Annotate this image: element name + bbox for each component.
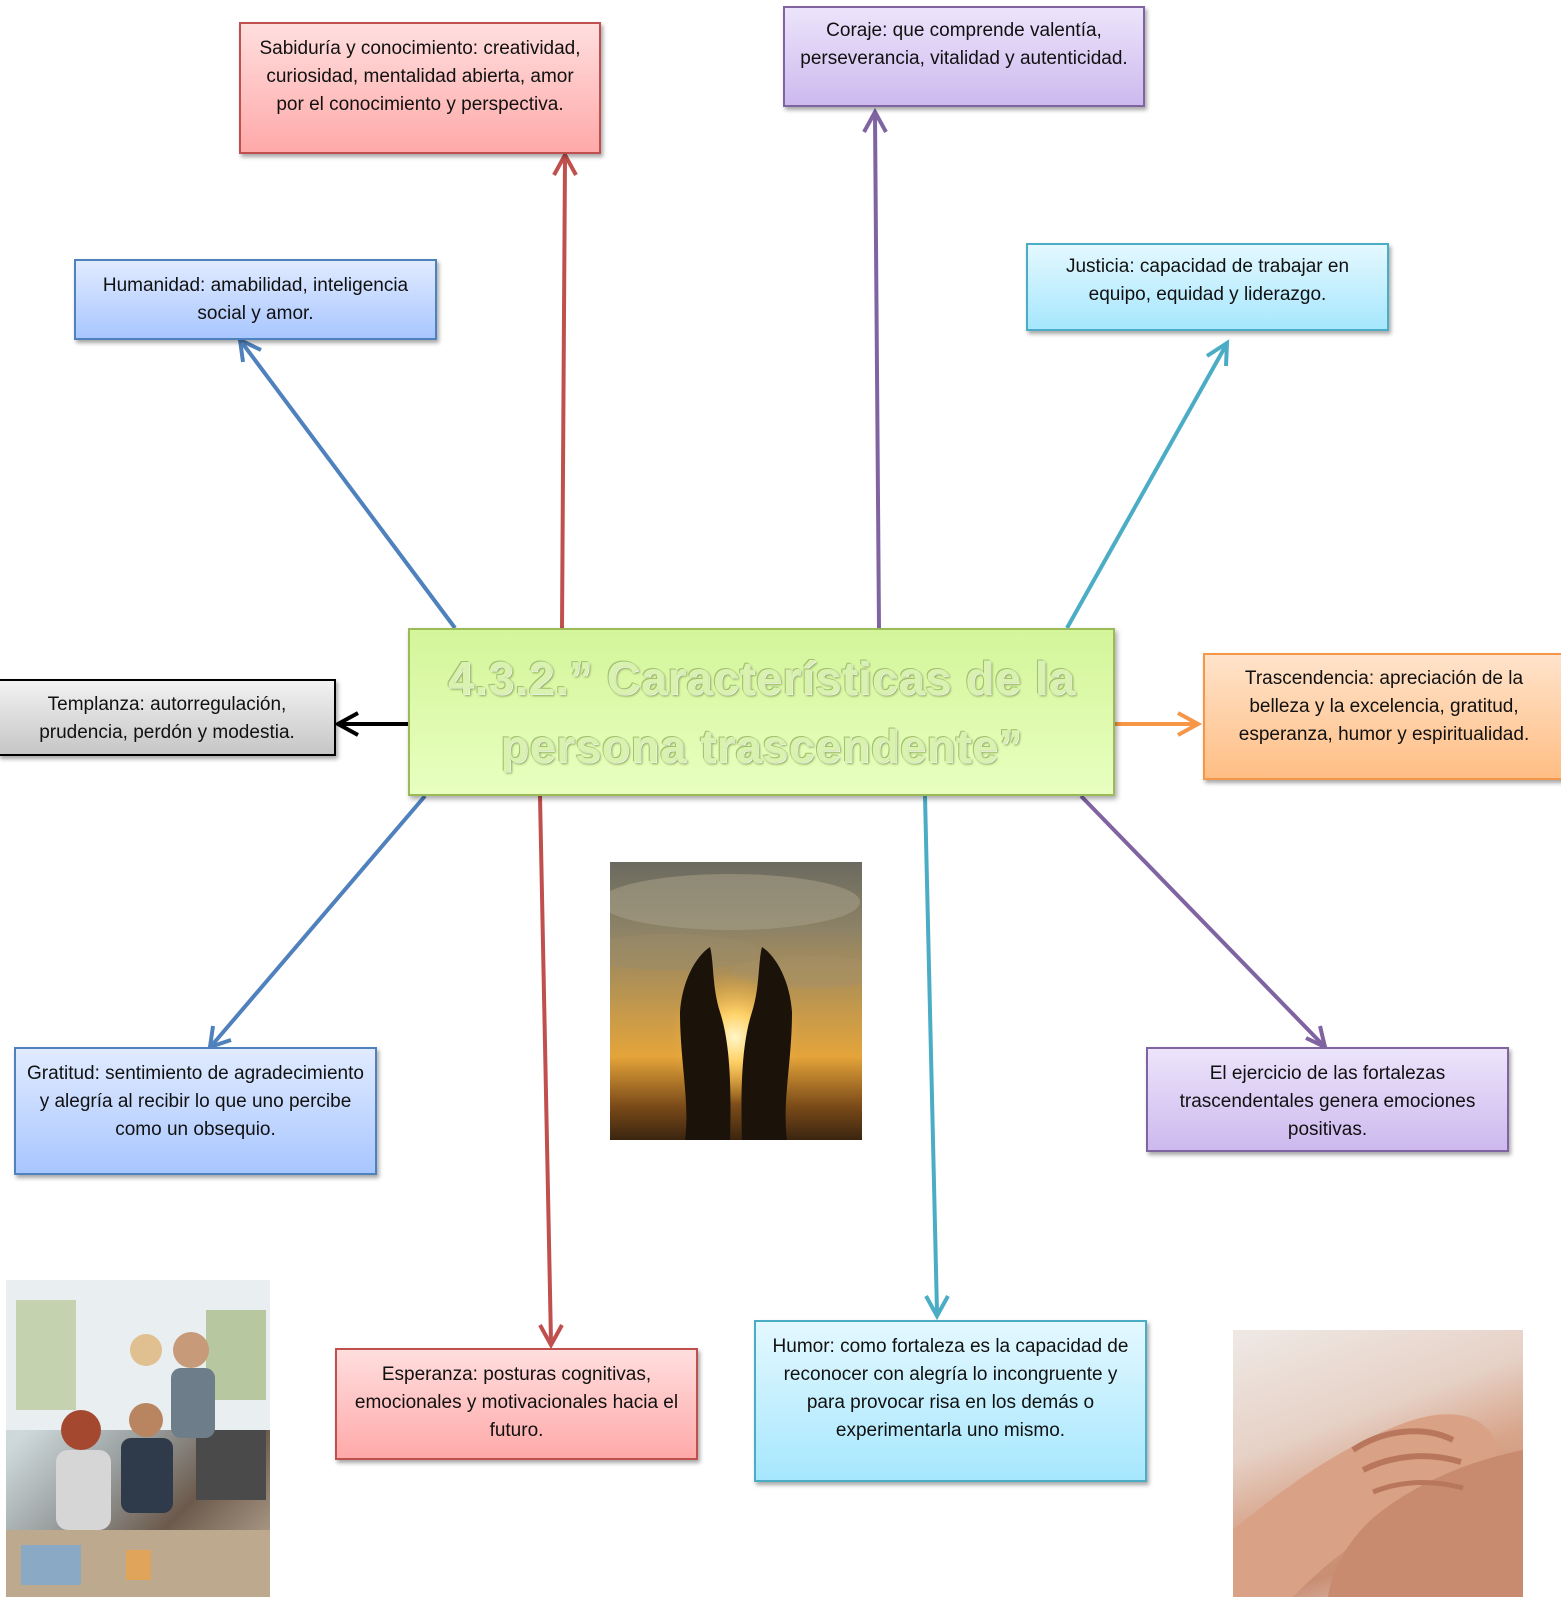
node-gratitud-text: Gratitud: sentimiento de agradecimiento … xyxy=(27,1063,364,1140)
arrowhead-templanza xyxy=(333,711,359,737)
arrowhead-sabiduria xyxy=(552,150,578,176)
arrow-to-humor xyxy=(923,795,939,1314)
node-templanza: Templanza: autorregulación, prudencia, p… xyxy=(0,679,336,756)
node-coraje: Coraje: que comprende valentía, persever… xyxy=(783,6,1145,107)
central-topic-box: 4.3.2.” Características de la persona tr… xyxy=(408,628,1115,796)
node-templanza-text: Templanza: autorregulación, prudencia, p… xyxy=(39,694,295,743)
arrow-to-sabiduria xyxy=(560,157,567,629)
node-coraje-text: Coraje: que comprende valentía, persever… xyxy=(800,20,1128,69)
arrowhead-esperanza xyxy=(538,1324,564,1350)
node-esperanza-text: Esperanza: posturas cognitivas, emociona… xyxy=(354,1364,679,1441)
arrowhead-justicia xyxy=(1205,339,1230,367)
node-trascendencia: Trascendencia: apreciación de la belleza… xyxy=(1203,653,1561,780)
node-humanidad: Humanidad: amabilidad, inteligencia soci… xyxy=(74,259,437,340)
node-ejercicio-text: El ejercicio de las fortalezas trascende… xyxy=(1179,1063,1476,1140)
photo-office-team xyxy=(6,1280,270,1597)
node-justicia: Justicia: capacidad de trabajar en equip… xyxy=(1026,243,1389,331)
arrow-to-gratitud xyxy=(211,794,427,1046)
arrowhead-humor xyxy=(924,1295,950,1321)
arrow-to-ejercicio xyxy=(1079,794,1324,1046)
arrow-to-humanidad xyxy=(241,342,457,630)
node-gratitud: Gratitud: sentimiento de agradecimiento … xyxy=(14,1047,377,1175)
node-humor-text: Humor: como fortaleza es la capacidad de… xyxy=(772,1336,1129,1441)
arrow-to-coraje xyxy=(873,114,881,629)
node-justicia-text: Justicia: capacidad de trabajar en equip… xyxy=(1065,256,1350,305)
node-ejercicio: El ejercicio de las fortalezas trascende… xyxy=(1146,1047,1509,1152)
arrowhead-humanidad xyxy=(237,336,262,363)
central-topic-title: 4.3.2.” Características de la persona tr… xyxy=(447,652,1076,772)
node-trascendencia-text: Trascendencia: apreciación de la belleza… xyxy=(1238,668,1530,745)
node-esperanza: Esperanza: posturas cognitivas, emociona… xyxy=(335,1348,698,1460)
arrow-to-justicia xyxy=(1065,346,1227,629)
arrow-to-esperanza xyxy=(538,795,553,1343)
node-sabiduria: Sabiduría y conocimiento: creatividad, c… xyxy=(239,22,601,154)
node-sabiduria-text: Sabiduría y conocimiento: creatividad, c… xyxy=(259,38,581,115)
photo-holding-hands xyxy=(1233,1330,1523,1597)
photo-open-hands-sunset xyxy=(610,862,862,1140)
node-humanidad-text: Humanidad: amabilidad, inteligencia soci… xyxy=(102,275,409,324)
node-humor: Humor: como fortaleza es la capacidad de… xyxy=(754,1320,1147,1482)
arrowhead-coraje xyxy=(862,107,888,133)
arrowhead-trascendencia xyxy=(1177,711,1203,737)
